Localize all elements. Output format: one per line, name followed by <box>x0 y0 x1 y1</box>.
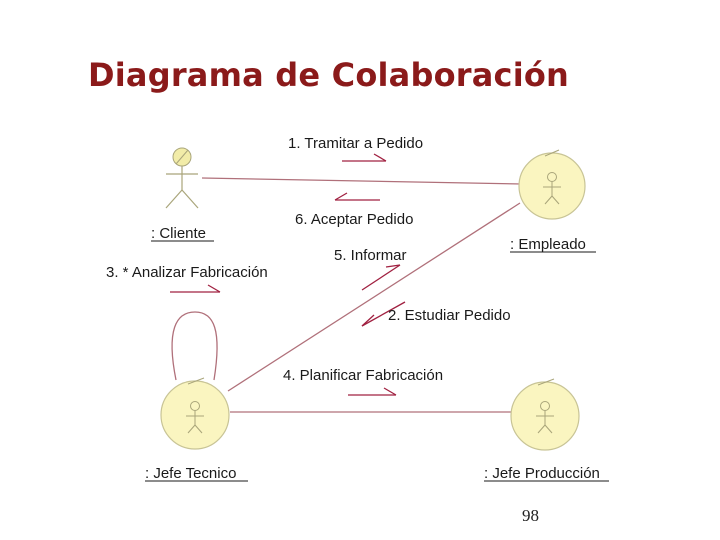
person-icon <box>543 172 561 205</box>
arrow-right-icon <box>342 153 387 162</box>
actor-cliente <box>165 147 199 209</box>
arrow-left-icon <box>334 192 380 201</box>
message-1-label: 1. Tramitar a Pedido <box>288 135 423 152</box>
page-number: 98 <box>522 506 539 525</box>
arrow-down-left-icon <box>361 301 406 327</box>
message-5-label: 5. Informar <box>334 247 407 264</box>
message-2-label: 2. Estudiar Pedido <box>388 307 511 324</box>
object-label-cliente: : Cliente <box>151 225 206 242</box>
link-cliente-empleado <box>201 177 523 185</box>
self-link-jefe-tecnico <box>171 311 218 381</box>
person-icon <box>186 401 204 434</box>
slide-title: Diagrama de Colaboración <box>88 56 570 94</box>
link-jefe-tecnico-empleado <box>227 202 521 392</box>
object-label-jefe-produccion: : Jefe Producción <box>484 465 600 482</box>
message-4-label: 4. Planificar Fabricación <box>283 367 443 384</box>
arrow-right-icon <box>170 284 221 293</box>
object-jefe-tecnico <box>160 377 230 450</box>
object-label-jefe-tecnico: : Jefe Tecnico <box>145 465 236 482</box>
message-6-label: 6. Aceptar Pedido <box>295 211 413 228</box>
object-empleado <box>518 149 586 220</box>
message-3-label: 3. * Analizar Fabricación <box>106 264 268 281</box>
object-label-empleado: : Empleado <box>510 236 586 253</box>
object-jefe-produccion <box>510 378 580 451</box>
arrow-right-icon <box>348 387 397 396</box>
arrow-up-right-icon <box>361 264 401 291</box>
person-icon <box>536 401 554 434</box>
